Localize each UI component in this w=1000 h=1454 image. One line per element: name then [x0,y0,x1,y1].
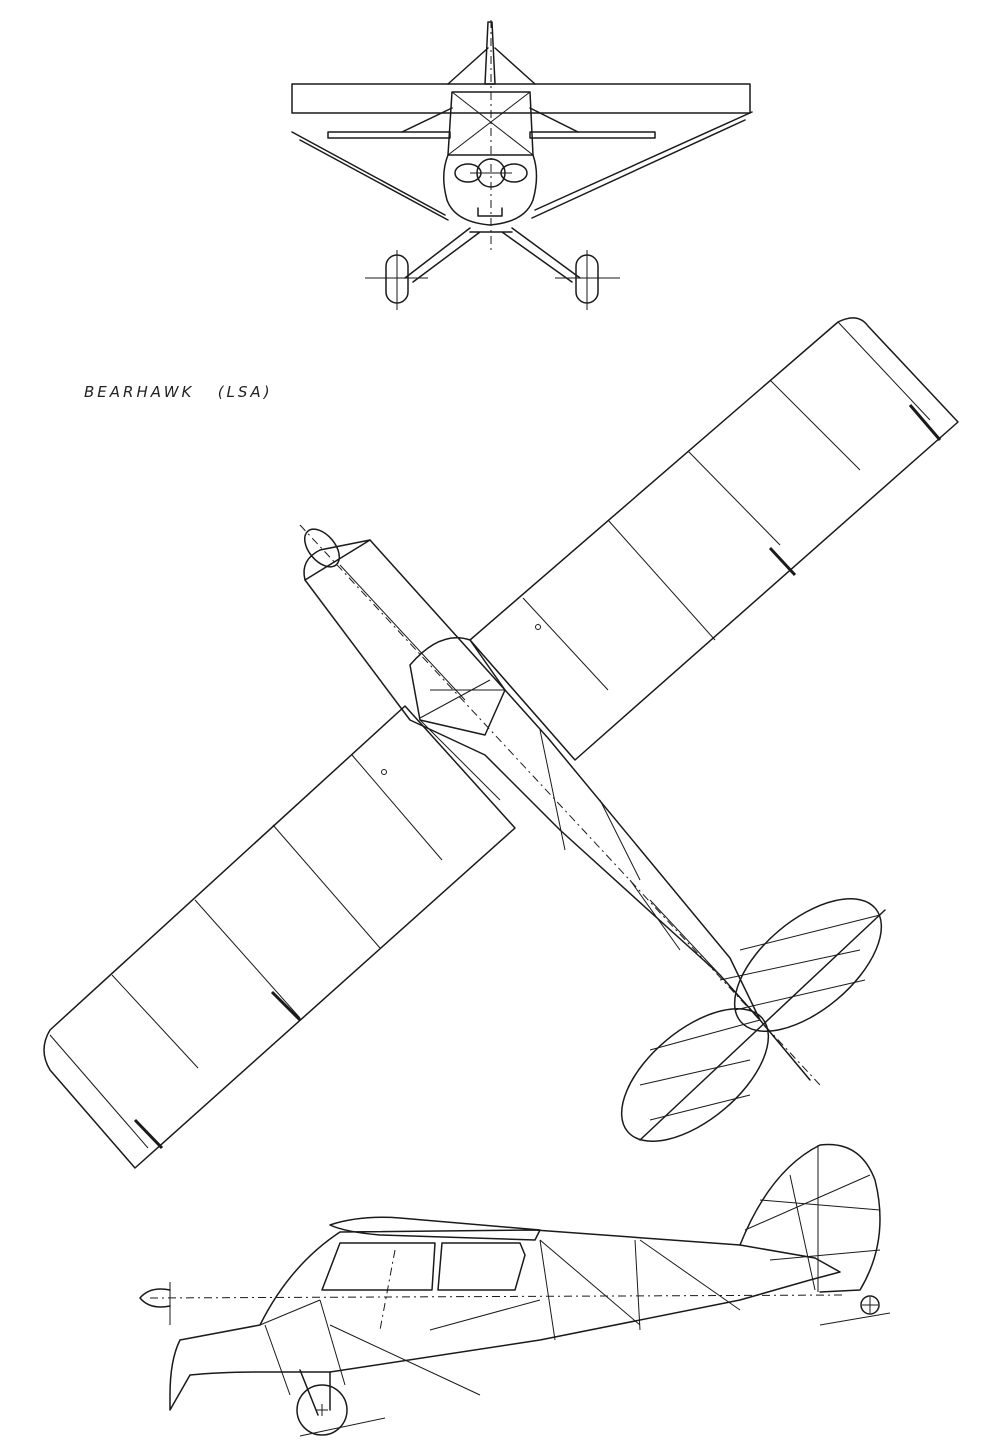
side-view-main-wheel [296,1384,348,1436]
front-view-stabilizer [327,131,656,139]
front-view-struts [291,107,753,221]
front-view-cowling [443,154,538,226]
top-view-cabin [409,637,506,736]
front-view-landing-gear [404,227,581,283]
side-view-main-gear [299,1369,331,1416]
drawing-title: BEARHAWK (LSA) [84,383,273,401]
side-view [139,1143,891,1437]
front-view [291,20,753,310]
top-view-stabilizer-left [620,1008,770,1142]
top-view-wing-left [43,705,516,1169]
top-view-spinner [303,528,341,568]
top-view-cowling [303,539,371,581]
top-view [43,317,959,1169]
side-view-fuselage [169,1229,841,1411]
side-view-tailwheel [860,1295,880,1315]
side-view-windows [321,1242,526,1291]
side-view-spinner [139,1288,171,1308]
top-view-stabilizer-right [733,898,883,1032]
front-view-fin [484,21,496,85]
side-view-wing [329,1216,541,1241]
top-view-wing-right [469,317,959,761]
side-view-vertical-tail [739,1143,881,1293]
